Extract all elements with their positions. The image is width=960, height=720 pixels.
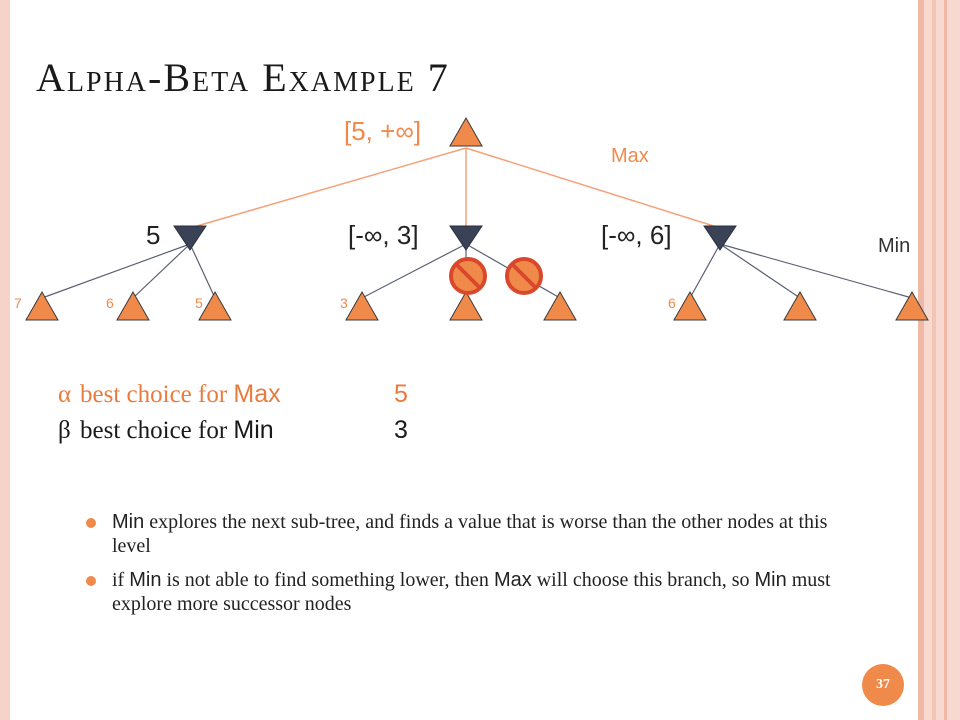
beta-value: 3 bbox=[394, 416, 408, 444]
min-node-3 bbox=[703, 225, 737, 251]
min-node-1 bbox=[173, 225, 207, 251]
slide-title: Alpha-Beta Example 7 bbox=[36, 55, 450, 100]
min-level-label: Min bbox=[878, 235, 910, 257]
bullet-list: Min explores the next sub-tree, and find… bbox=[86, 510, 866, 626]
bullet-item: Min explores the next sub-tree, and find… bbox=[86, 510, 866, 558]
leaf-5 bbox=[449, 290, 483, 321]
min-edges bbox=[41, 243, 913, 299]
page-number-badge: 37 bbox=[862, 664, 904, 706]
slide-border-right bbox=[918, 0, 960, 720]
leaf-3-value: 5 bbox=[195, 295, 203, 311]
leaf-1 bbox=[25, 290, 59, 321]
leaf-7 bbox=[673, 290, 707, 321]
leaf-1-value: 7 bbox=[14, 295, 22, 311]
leaf-4 bbox=[345, 290, 379, 321]
leaf-3 bbox=[198, 290, 232, 321]
bullet-item: if Min is not able to find something low… bbox=[86, 568, 866, 616]
min-node-3-label: [-∞, 6] bbox=[601, 220, 672, 250]
leaf-2-value: 6 bbox=[106, 295, 114, 311]
alpha-text: best choice for bbox=[80, 381, 234, 408]
beta-who: Min bbox=[233, 416, 274, 444]
min-node-1-label: 5 bbox=[146, 220, 160, 250]
alpha-who: Max bbox=[233, 380, 281, 408]
prune-icon bbox=[505, 257, 543, 295]
root-interval-label: [5, +∞] bbox=[344, 116, 421, 146]
leaf-4-value: 3 bbox=[340, 295, 348, 311]
root-edges bbox=[189, 147, 721, 229]
leaf-2 bbox=[116, 290, 150, 321]
beta-symbol: β bbox=[58, 417, 71, 444]
leaf-8 bbox=[783, 290, 817, 321]
legend-beta: β best choice for Min 3 bbox=[58, 416, 408, 445]
leaf-nodes bbox=[25, 290, 929, 321]
root-max-node bbox=[449, 116, 483, 147]
leaf-9 bbox=[895, 290, 929, 321]
prune-icon bbox=[449, 257, 487, 295]
min-node-2-label: [-∞, 3] bbox=[348, 220, 419, 250]
slide-border-left bbox=[0, 0, 10, 720]
min-node-2 bbox=[449, 225, 483, 251]
legend-alpha: α best choice for Max 5 bbox=[58, 380, 408, 409]
leaf-7-value: 6 bbox=[668, 295, 676, 311]
alpha-value: 5 bbox=[394, 380, 408, 408]
leaf-6 bbox=[543, 290, 577, 321]
max-level-label: Max bbox=[611, 145, 649, 167]
beta-text: best choice for bbox=[80, 417, 234, 444]
alpha-symbol: α bbox=[58, 381, 72, 408]
